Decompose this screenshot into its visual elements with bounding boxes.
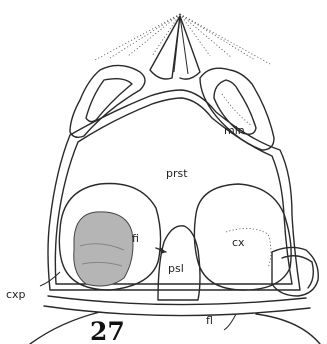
fi-pointer [156, 247, 166, 254]
label-cxp: cxp [6, 288, 26, 301]
left-coxa-shading [74, 212, 133, 286]
label-fi: fi [132, 232, 139, 245]
figure-number: 27 [90, 317, 125, 344]
fl-leader [224, 314, 236, 330]
right-mouthpart-lobe [200, 68, 274, 150]
left-coxal-cavity [59, 184, 160, 291]
label-fl: fl [206, 314, 213, 327]
label-psl: psl [168, 262, 184, 275]
right-coxa [194, 184, 318, 296]
label-cx: cx [232, 236, 245, 249]
left-mouthpart-lobe [70, 65, 145, 137]
mouthparts [150, 16, 200, 79]
lower-flange [30, 296, 320, 344]
label-prst: prst [166, 167, 188, 180]
label-min: min [224, 124, 245, 137]
